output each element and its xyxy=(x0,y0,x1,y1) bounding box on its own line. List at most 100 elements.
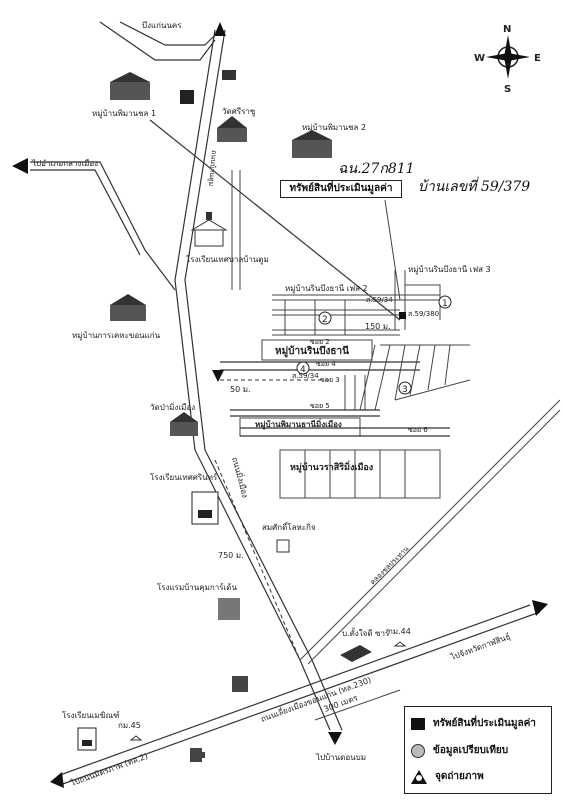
shop-icon xyxy=(222,70,236,80)
label-piman-muang: หมู่บ้านพิมานธานีมิ่งเมือง xyxy=(255,418,342,430)
legend-row-photo: จุดถ่ายภาพ xyxy=(411,769,484,784)
main-ns-road-a xyxy=(174,29,331,731)
village-icon-kheha xyxy=(110,294,146,321)
point-2: 2 xyxy=(318,311,332,325)
label-sathaphorn: หมู่บ้านวราสิริมิ่งเมือง xyxy=(290,460,373,473)
legend-comparable-swatch xyxy=(411,743,425,758)
southwest-arrow xyxy=(50,772,64,788)
km45-marker-icon xyxy=(129,735,143,741)
property-marker xyxy=(399,312,406,319)
km44-marker-icon xyxy=(393,641,407,647)
label-soi6: ซอย 6 xyxy=(408,426,428,434)
north-road-arrow xyxy=(214,22,226,36)
label-plot3: ส.59/34 xyxy=(292,372,319,380)
gas-station-icon xyxy=(190,748,205,762)
label-somsak: สมศักดิ์โลหะกิจ xyxy=(262,521,316,532)
sathaphorn-block xyxy=(279,449,441,499)
label-dist-150: 150 ม. xyxy=(365,322,391,331)
highway-230 xyxy=(59,604,531,776)
legend: ทรัพย์สินที่ประเมินมูลค่า ข้อมูลเปรียบเท… xyxy=(404,706,552,794)
label-company: บ.ตั้งใจดี ซาร์ xyxy=(342,627,390,638)
road-to-city-2 xyxy=(30,169,141,256)
dash-750m xyxy=(214,459,301,661)
legend-row-comparable: ข้อมูลเปรียบเทียบ xyxy=(411,743,508,758)
label-bueng: บึงแก่นนคร xyxy=(142,21,182,30)
label-dist-50: 50 ม. xyxy=(230,385,251,394)
west-arrow xyxy=(12,158,28,174)
line-300m xyxy=(314,689,401,721)
handwritten-house-no: บ้านเลขที่ 59/379 xyxy=(418,179,531,195)
somsak-icon xyxy=(276,539,290,553)
seven-eleven-icon: 7 xyxy=(180,90,194,104)
label-canal: คลองชลประทาน xyxy=(369,545,411,587)
village-icon-1 xyxy=(110,72,150,100)
prop-road xyxy=(394,270,406,330)
legend-property-swatch xyxy=(411,717,425,730)
label-soi5: ซอย 5 xyxy=(310,402,330,410)
point-1: 1 xyxy=(438,295,452,309)
compass-e: E xyxy=(534,53,541,64)
label-to-kalasin: ไปจังหวัดกาฬสินธุ์ xyxy=(448,631,511,662)
point-4: 4 xyxy=(296,361,310,375)
canal-line xyxy=(299,399,561,661)
shop-icon-2 xyxy=(232,676,248,692)
sathaphorn-grid xyxy=(304,450,406,498)
label-km45: กม.45 xyxy=(118,721,141,730)
label-hotel: โรงแรมบ้านคุมการ์เด้น xyxy=(157,582,237,592)
village-icon-2 xyxy=(292,130,332,158)
phase3-outline xyxy=(405,284,441,320)
school-icon-bottom xyxy=(77,727,97,751)
prop-pointer xyxy=(384,199,401,301)
legend-photo-icon xyxy=(411,769,427,784)
label-to-city: ไปอำเภอกลางเมือง xyxy=(31,159,98,168)
hotel-icon xyxy=(218,598,240,620)
legend-comparable-label: ข้อมูลเปรียบเทียบ xyxy=(433,745,509,756)
label-plot1: ส.59/34 xyxy=(366,296,393,304)
south-arrow xyxy=(328,732,342,745)
canal-line-2 xyxy=(307,409,561,665)
label-dist-750: 750 ม. xyxy=(218,551,244,560)
point-3: 3 xyxy=(398,381,412,395)
label-wat-ming: วัดป่ามิ่งเมือง xyxy=(150,401,195,412)
legend-property-label: ทรัพย์สินที่ประเมินมูลค่า xyxy=(433,718,536,729)
svg-text:2: 2 xyxy=(322,315,328,325)
road-to-city xyxy=(30,161,176,291)
label-rin: หมู่บ้านรินบึงธานี xyxy=(275,345,349,358)
compass-s: S xyxy=(504,84,511,95)
company-icon xyxy=(340,645,372,662)
svg-text:3: 3 xyxy=(402,385,408,395)
angled-lanes xyxy=(359,344,451,411)
school-icon-1 xyxy=(190,212,228,247)
east-arrow xyxy=(532,600,548,616)
label-soi2: ซอย 2 xyxy=(310,338,330,346)
label-rin2: หมู่บ้านรินบึงธานี เฟส 2 xyxy=(285,284,368,294)
road-top-left-2 xyxy=(119,21,221,46)
photo-point-icon xyxy=(212,370,224,382)
highway-230-b xyxy=(59,611,541,786)
label-rin3: หมู่บ้านรินบึงธานี เฟส 3 xyxy=(408,265,491,275)
legend-row-property: ทรัพย์สินที่ประเมินมูลค่า xyxy=(411,716,536,731)
svg-text:7: 7 xyxy=(184,93,190,104)
label-to-donbom: ไปบ้านดอนบม xyxy=(315,753,366,762)
label-plot2: ส.59/380 xyxy=(408,310,439,318)
rin-block xyxy=(261,339,373,361)
road-top-left xyxy=(99,21,216,61)
label-km44: กม.44 xyxy=(388,627,411,636)
label-road-bantum: ถนนบ้านตูม xyxy=(207,150,218,187)
rin-road-2 xyxy=(272,309,400,316)
svg-text:1: 1 xyxy=(442,299,448,309)
school-icon-tessarin xyxy=(191,491,219,525)
temple-icon xyxy=(217,116,247,142)
compass-w: W xyxy=(474,53,485,64)
angled-frame xyxy=(380,344,471,401)
svg-text:4: 4 xyxy=(300,365,306,375)
soi-lanes xyxy=(344,375,366,410)
diag-road xyxy=(149,119,401,321)
label-village-1: หมู่บ้านพิมานชล 1 xyxy=(92,109,156,119)
rin-road-3 xyxy=(272,329,400,336)
main-ns-road-b xyxy=(184,29,343,731)
temple-icon-ming xyxy=(170,412,198,436)
label-soi4: ซอย 4 xyxy=(316,360,336,368)
label-school-tessaban: โรงเรียนเทศบาลบ้านตูม xyxy=(186,254,269,265)
